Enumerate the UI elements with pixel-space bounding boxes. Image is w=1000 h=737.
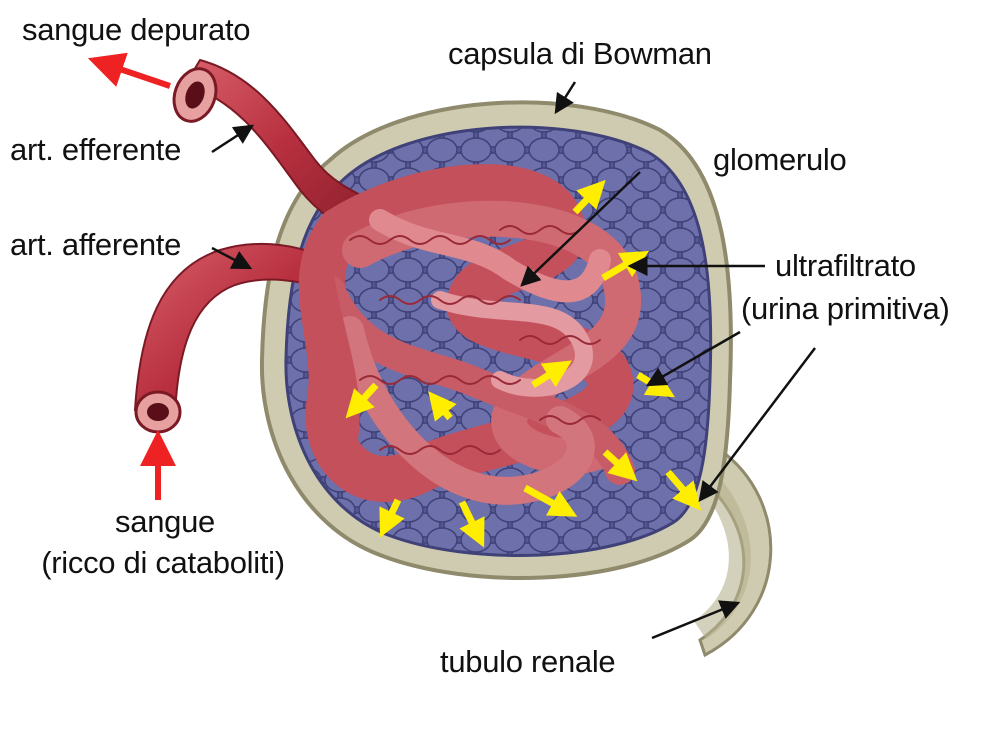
leader-glomerulo — [520, 171, 641, 287]
filtrate-arrow-1 — [572, 179, 606, 215]
filtrate-arrow-11 — [458, 500, 485, 548]
label-art-afferente: art. afferente — [10, 227, 182, 262]
label-art-efferente: art. efferente — [10, 132, 182, 167]
label-ricco-cataboliti: (ricco di cataboliti) — [41, 545, 285, 580]
label-ultrafiltrato: ultrafiltrato — [775, 248, 916, 283]
filtrate-arrow-7 — [602, 449, 638, 482]
filtrate-arrow-9 — [523, 484, 578, 517]
label-tubulo-renale: tubulo renale — [440, 644, 616, 679]
label-capsula-bowman: capsula di Bowman — [448, 36, 712, 71]
label-glomerulo: glomerulo — [713, 142, 847, 177]
filtrate-arrow-8 — [665, 469, 702, 511]
filtrate-arrow-6 — [428, 391, 457, 422]
glomerulo-tuft — [298, 164, 641, 505]
filtrate-arrow-3 — [531, 360, 572, 388]
label-sangue-depurato: sangue depurato — [22, 12, 251, 47]
ultrafiltrate-arrows — [345, 179, 702, 548]
filtrate-arrow-5 — [345, 382, 379, 419]
leader-ultrafiltrato-3 — [698, 347, 816, 502]
filtrate-arrow-10 — [379, 498, 405, 538]
leader-capsula — [554, 81, 577, 115]
label-sangue: sangue — [115, 504, 215, 539]
leader-ultrafiltrato-2 — [645, 330, 741, 387]
label-urina-primitiva: (urina primitiva) — [741, 291, 950, 326]
blood-out-arrow — [87, 52, 171, 89]
leader-tubulo — [651, 600, 741, 640]
leader-lines — [211, 81, 816, 640]
leader-afferente — [211, 246, 253, 270]
leader-efferente — [211, 124, 255, 154]
